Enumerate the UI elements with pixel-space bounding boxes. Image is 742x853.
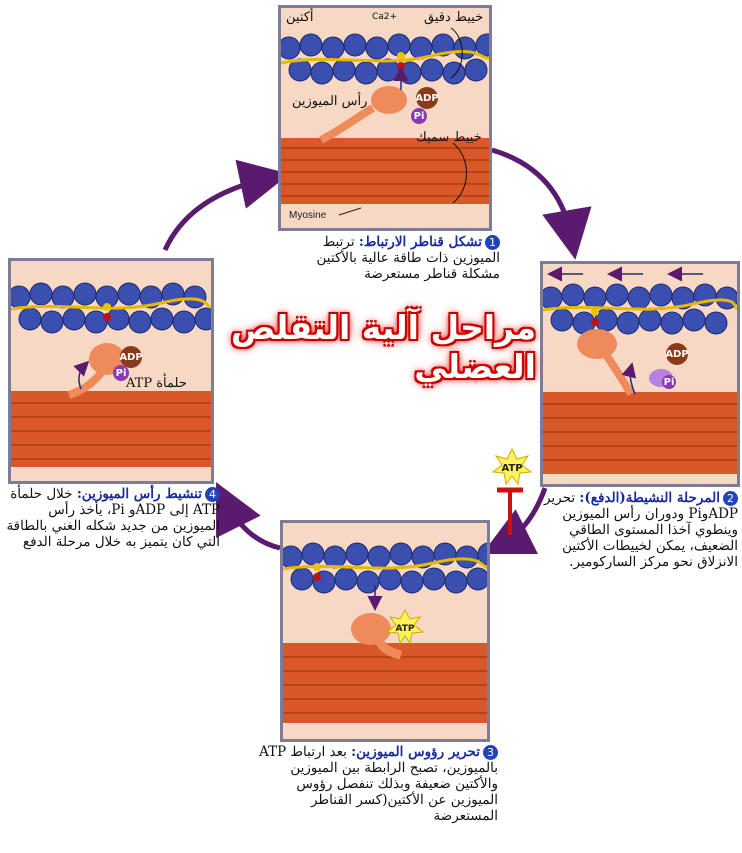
caption-step-4: 4تنشيط رأس الميوزين: خلال حلمأة ATP إلى …	[2, 486, 220, 550]
atp-star-icon: ATP	[493, 449, 531, 484]
label-thin-filament: خييط دقيق	[424, 10, 483, 25]
panel-step-3: ATP	[280, 520, 490, 742]
label-calcium: Ca2+	[372, 12, 397, 22]
step-4-title: تنشيط رأس الميوزين:	[77, 486, 202, 502]
panel-step-2: ADP Pi	[540, 261, 740, 487]
svg-text:Pi: Pi	[414, 111, 425, 122]
arrow-1-to-2	[492, 150, 572, 240]
step-3-title: تحرير رؤوس الميوزين:	[351, 744, 480, 760]
arrow-4-to-1	[165, 178, 270, 250]
caption-step-2: 2المرحلة النشيطة(الدفع): تحرير ADPوPi ود…	[542, 490, 738, 570]
panel-step-1: ADP Pi Myosine	[278, 5, 492, 231]
step-2-number: 2	[723, 491, 738, 506]
myosin-head-shape	[371, 86, 407, 114]
step-2-title: المرحلة النشيطة(الدفع):	[579, 490, 720, 506]
troponin-dot	[397, 52, 405, 60]
svg-text:Pi: Pi	[116, 368, 127, 379]
arrow-3-to-4	[225, 500, 280, 548]
svg-text:ADP: ADP	[415, 93, 438, 104]
step-4-number: 4	[205, 487, 220, 502]
svg-text:ADP: ADP	[119, 352, 142, 363]
caption-step-3: 3تحرير رؤوس الميوزين: بعد ارتباط ATP بال…	[258, 744, 498, 824]
step-1-title: تشكل قناطر الارتباط:	[359, 234, 482, 250]
arrow-2-to-3	[500, 488, 545, 545]
label-myosin-head: رأس الميوزين	[292, 94, 367, 109]
caption-step-1: 1تشكل قناطر الارتباط: ترتبط الميوزين ذات…	[300, 234, 500, 282]
main-title: مراحل آلية التقلص العضلي	[226, 308, 536, 386]
svg-text:ATP: ATP	[395, 624, 414, 634]
atp-star-label: ATP	[501, 463, 522, 474]
label-actin: أكتين	[286, 10, 314, 25]
myosine-label: Myosine	[289, 210, 327, 221]
step-1-number: 1	[485, 235, 500, 250]
main-title-container: مراحل آلية التقلص العضلي	[226, 312, 536, 382]
panel-step-4: ADP Pi	[8, 258, 214, 484]
step-3-number: 3	[483, 745, 498, 760]
svg-text:ADP: ADP	[665, 349, 688, 360]
svg-text:Pi: Pi	[664, 377, 675, 388]
label-atp-hydrolysis: حلمأة ATP	[126, 376, 187, 391]
label-thick-filament: خييط سميك	[416, 130, 482, 145]
